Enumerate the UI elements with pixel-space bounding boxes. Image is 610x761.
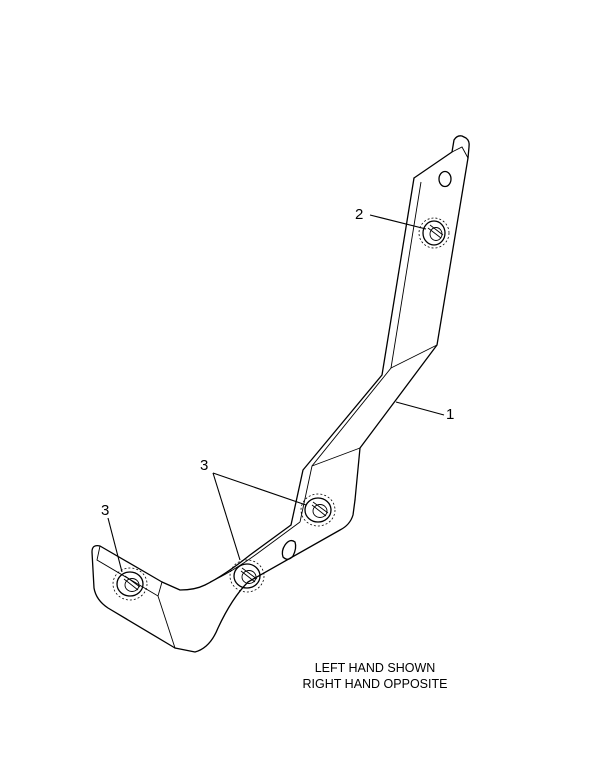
leader-part-3-left (107, 517, 123, 573)
nut-part-2 (418, 217, 450, 249)
leader-lines (107, 214, 445, 573)
callout-part-1: 1 (446, 406, 454, 423)
callout-part-2: 2 (355, 206, 363, 223)
nut-part-3-middle (229, 559, 265, 593)
callout-part-3-left: 3 (101, 502, 109, 519)
leader-part-1 (395, 401, 445, 416)
note-line-2: RIGHT HAND OPPOSITE (303, 677, 448, 691)
leader-part-3-center-b (212, 472, 241, 561)
nut-part-3-upper (300, 493, 336, 527)
leader-part-2 (369, 214, 427, 230)
nut-part-3-left (112, 567, 148, 601)
callout-part-3-center: 3 (200, 457, 208, 474)
bracket-part-1 (91, 135, 470, 653)
leader-part-3-center-a (212, 472, 307, 506)
note-line-1: LEFT HAND SHOWN (315, 661, 436, 675)
